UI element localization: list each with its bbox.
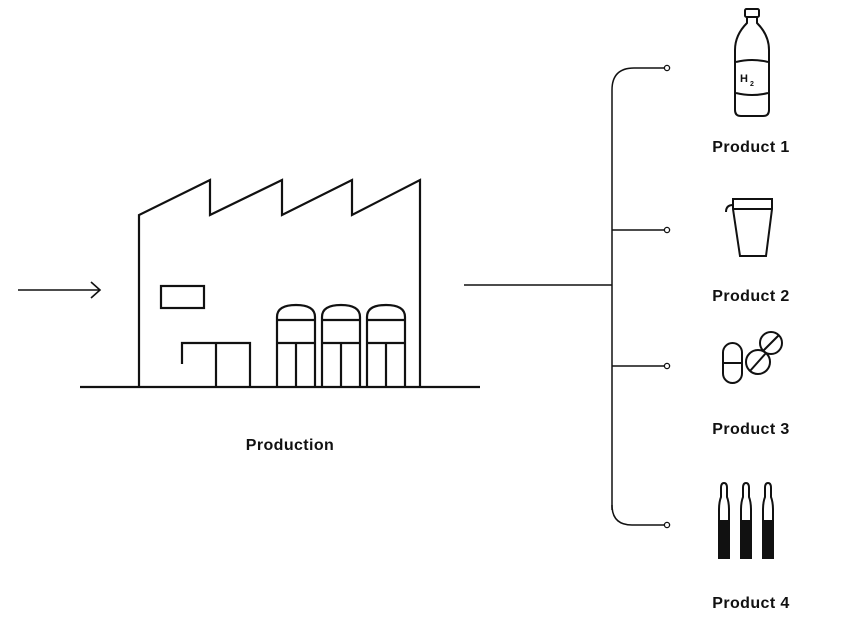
factory-icon (80, 178, 480, 389)
distribution-lines (464, 67, 665, 526)
endpoint-dot (663, 362, 671, 370)
cup-icon (725, 198, 773, 257)
product-1-label: Product 1 (712, 139, 789, 156)
factory-outline (137, 178, 422, 387)
product-4-label: Product 4 (712, 595, 789, 612)
endpoint-dot (663, 521, 671, 529)
endpoint-dot (663, 226, 671, 234)
production-label: Production (246, 437, 334, 454)
factory-window (159, 284, 206, 310)
bottle-subscript-label: 2 (750, 81, 754, 88)
ampoules-icon (718, 481, 774, 559)
bottle-h-label: H (740, 73, 748, 85)
connector-endpoints (663, 64, 671, 529)
silos (275, 303, 407, 387)
water-bottle-icon (734, 8, 770, 117)
input-arrow-icon (18, 281, 102, 299)
endpoint-dot (663, 64, 671, 72)
product-2-label: Product 2 (712, 288, 789, 305)
product-3-label: Product 3 (712, 421, 789, 438)
pills-icon (722, 331, 783, 384)
